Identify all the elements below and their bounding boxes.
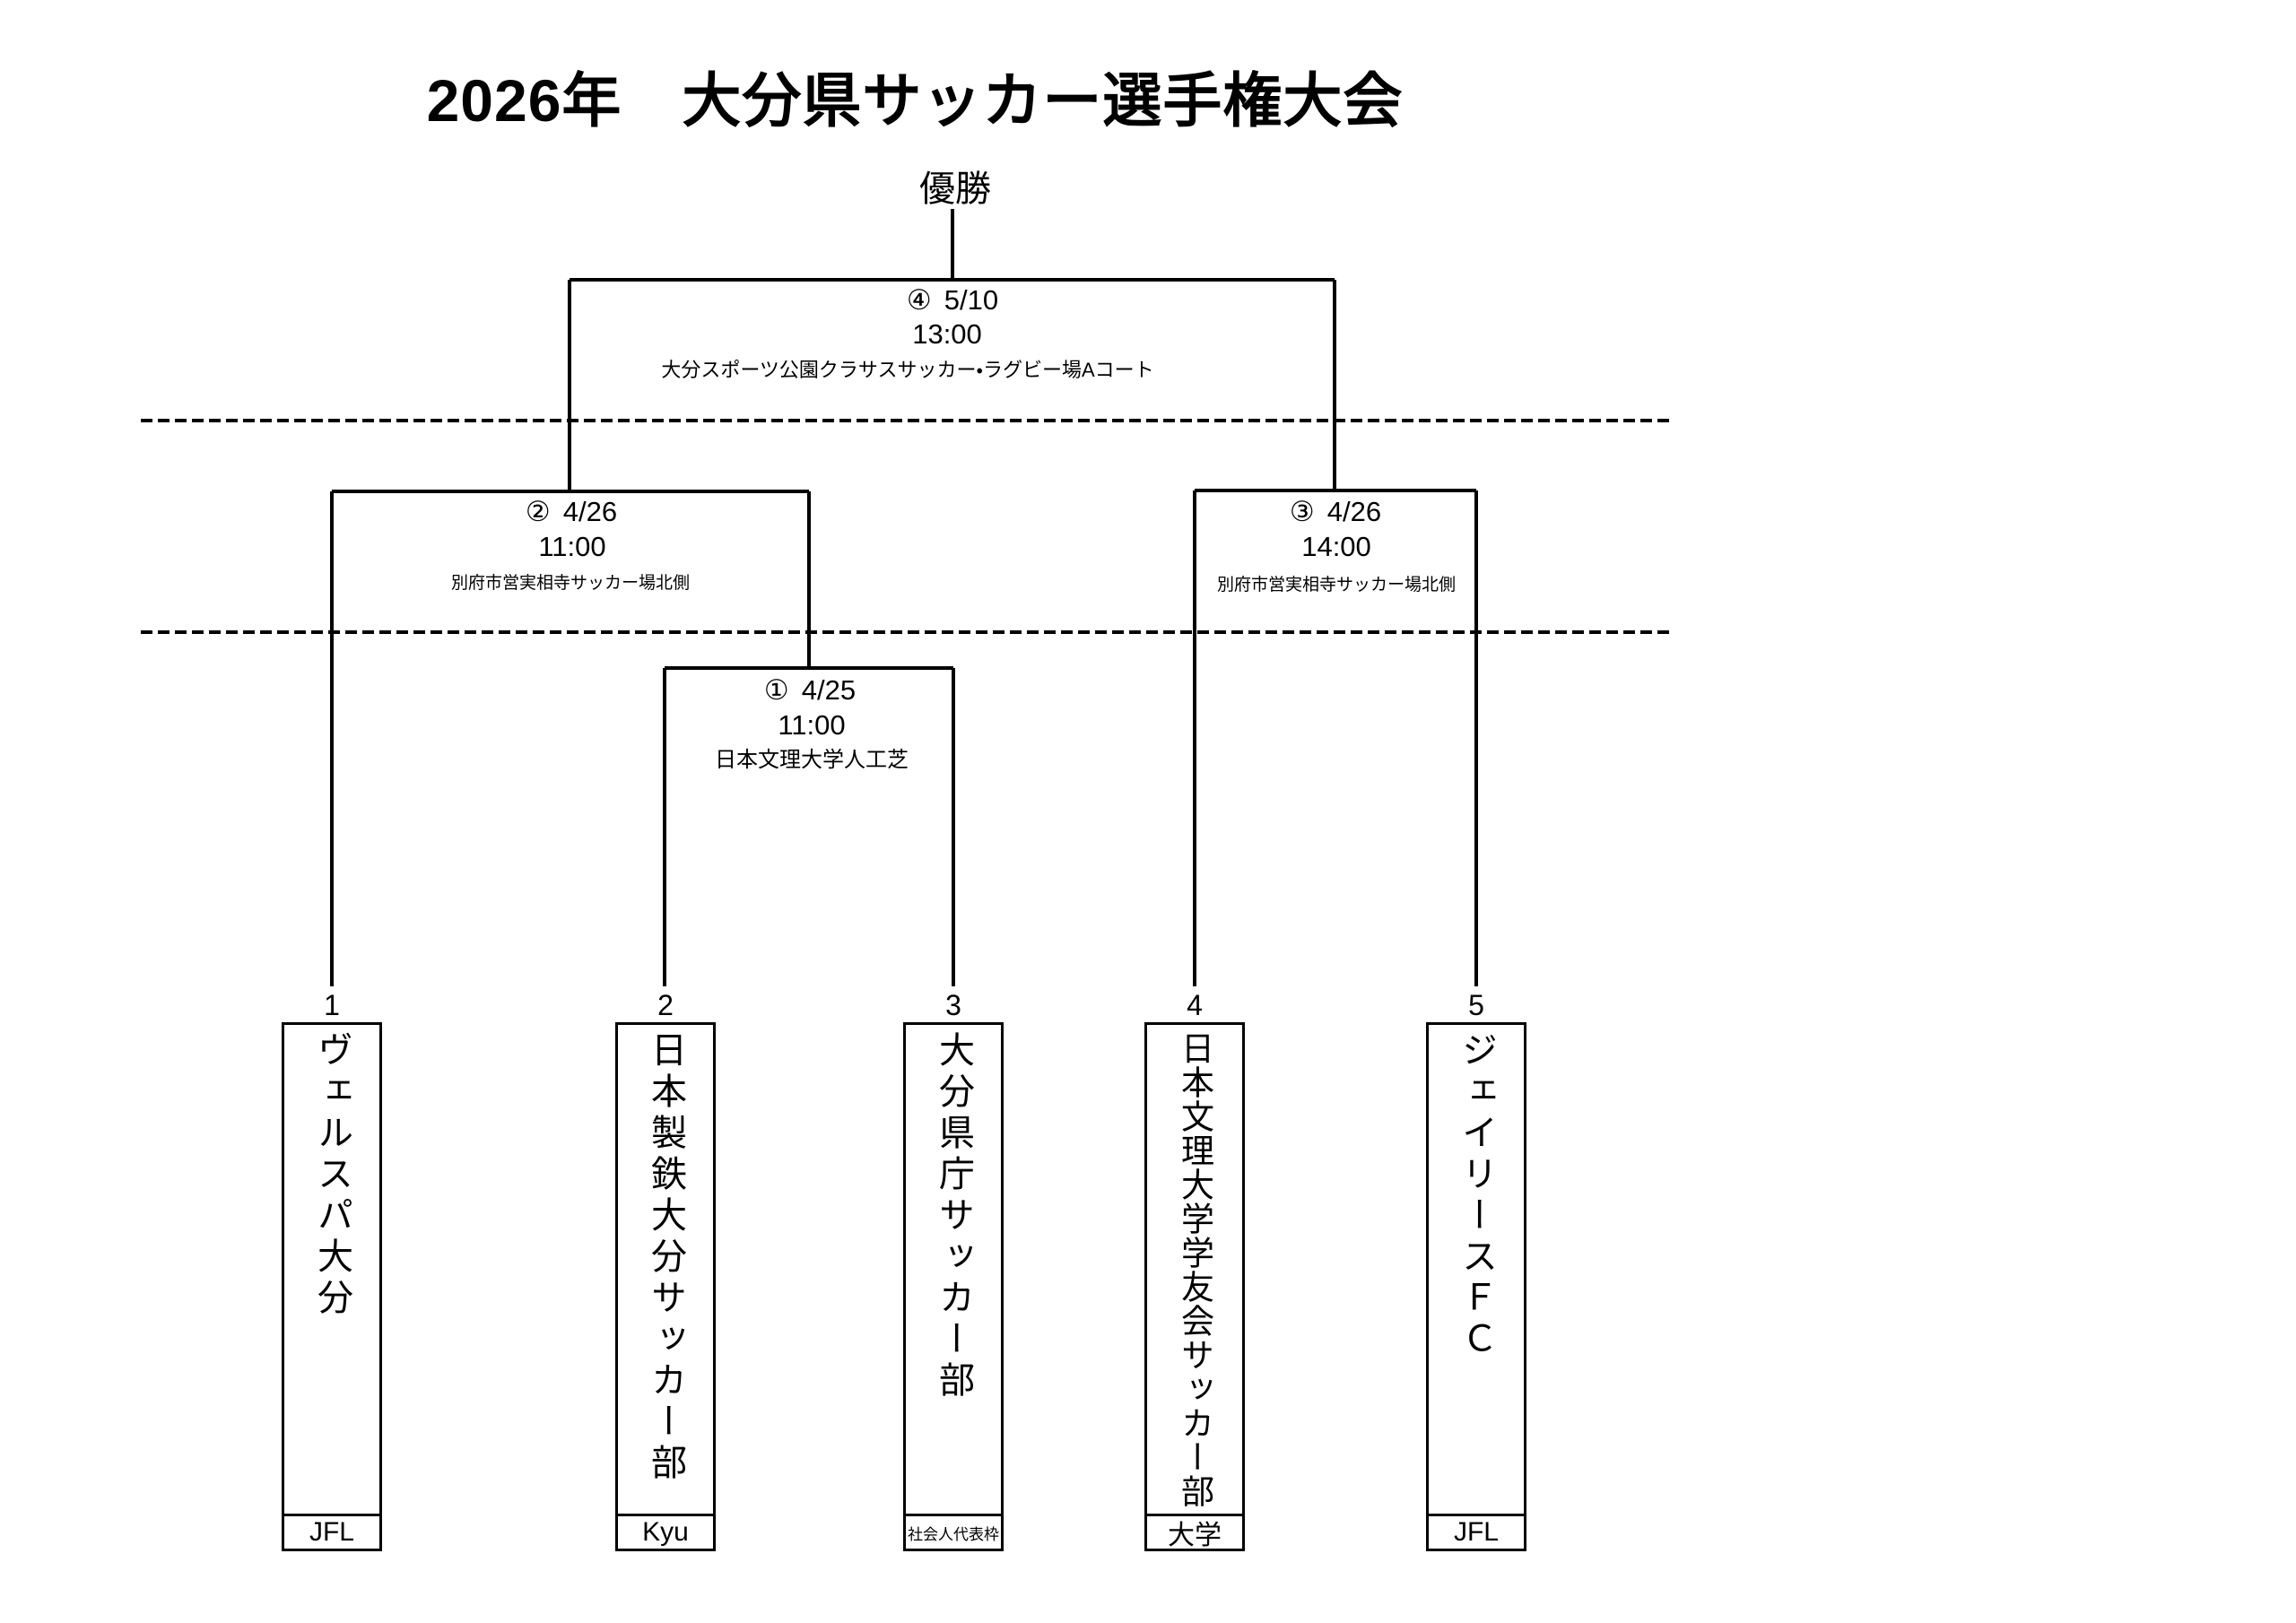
match-semi-right-venue: 別府市営実相寺サッカー場北側 bbox=[1216, 576, 1457, 595]
team-name: 日本文理大学学友会サッカー部 bbox=[1176, 1031, 1213, 1508]
team-name-wrap: 日本製鉄大分サッカー部 bbox=[618, 1025, 713, 1514]
match-final-date: 5/10 bbox=[944, 284, 999, 316]
team-name: 大分県庁サッカー部 bbox=[934, 1031, 973, 1402]
match-semi-left-time: 11:00 bbox=[538, 531, 606, 562]
match-final-time: 13:00 bbox=[912, 318, 982, 350]
team-name: 日本製鉄大分サッカー部 bbox=[646, 1031, 685, 1485]
team-category: 大学 bbox=[1147, 1514, 1242, 1550]
match-semi-left-header: ② 4/26 bbox=[525, 496, 618, 527]
team-seed-3: 3 bbox=[945, 989, 961, 1021]
round-separator-lines bbox=[141, 419, 1670, 634]
match-semi-left-date: 4/26 bbox=[562, 496, 618, 527]
team-box-2: 日本製鉄大分サッカー部 Kyu bbox=[615, 1022, 716, 1551]
team-name: ヴェルスパ大分 bbox=[312, 1031, 352, 1320]
team-name-wrap: ジェイリースＦＣ bbox=[1429, 1025, 1524, 1514]
match-round1-time: 11:00 bbox=[778, 709, 846, 741]
match-final-venue: 大分スポーツ公園クラサスサッカー・ラグビー場Aコート bbox=[661, 359, 1154, 381]
match-semi-right-header: ③ 4/26 bbox=[1289, 496, 1382, 527]
team-seed-2: 2 bbox=[657, 989, 674, 1021]
team-name-wrap: 日本文理大学学友会サッカー部 bbox=[1147, 1025, 1242, 1514]
match-semi-right-date: 4/26 bbox=[1326, 496, 1382, 527]
team-name-wrap: ヴェルスパ大分 bbox=[284, 1025, 379, 1514]
page-title: 2026年 大分県サッカー選手権大会 bbox=[426, 67, 1404, 134]
team-seed-5: 5 bbox=[1468, 989, 1484, 1021]
match-final-number: ④ bbox=[906, 284, 932, 316]
team-box-5: ジェイリースＦＣ JFL bbox=[1426, 1022, 1526, 1551]
team-box-1: ヴェルスパ大分 JFL bbox=[282, 1022, 382, 1551]
team-category: 社会人代表枠 bbox=[906, 1514, 1001, 1549]
match-semi-right-number: ③ bbox=[1289, 496, 1315, 527]
match-round1-header: ① 4/25 bbox=[763, 674, 857, 706]
team-name-wrap: 大分県庁サッカー部 bbox=[906, 1025, 1001, 1514]
team-box-3: 大分県庁サッカー部 社会人代表枠 bbox=[903, 1022, 1004, 1551]
match-round1-venue: 日本文理大学人工芝 bbox=[715, 748, 909, 772]
team-name: ジェイリースＦＣ bbox=[1457, 1031, 1496, 1361]
match-round1-number: ① bbox=[763, 674, 789, 706]
team-category: JFL bbox=[1429, 1514, 1524, 1549]
bracket-lines bbox=[330, 209, 1478, 986]
match-final-header: ④ 5/10 bbox=[906, 284, 999, 316]
champion-label: 優勝 bbox=[919, 169, 991, 209]
match-semi-left-number: ② bbox=[525, 496, 551, 527]
match-semi-right-time: 14:00 bbox=[1301, 531, 1371, 562]
team-seed-1: 1 bbox=[324, 989, 340, 1021]
team-category: Kyu bbox=[618, 1514, 713, 1549]
team-box-4: 日本文理大学学友会サッカー部 大学 bbox=[1144, 1022, 1245, 1551]
match-round1-date: 4/25 bbox=[801, 674, 857, 706]
match-semi-left-venue: 別府市営実相寺サッカー場北側 bbox=[450, 574, 691, 593]
team-category: JFL bbox=[284, 1514, 379, 1549]
team-seed-4: 4 bbox=[1187, 989, 1203, 1021]
